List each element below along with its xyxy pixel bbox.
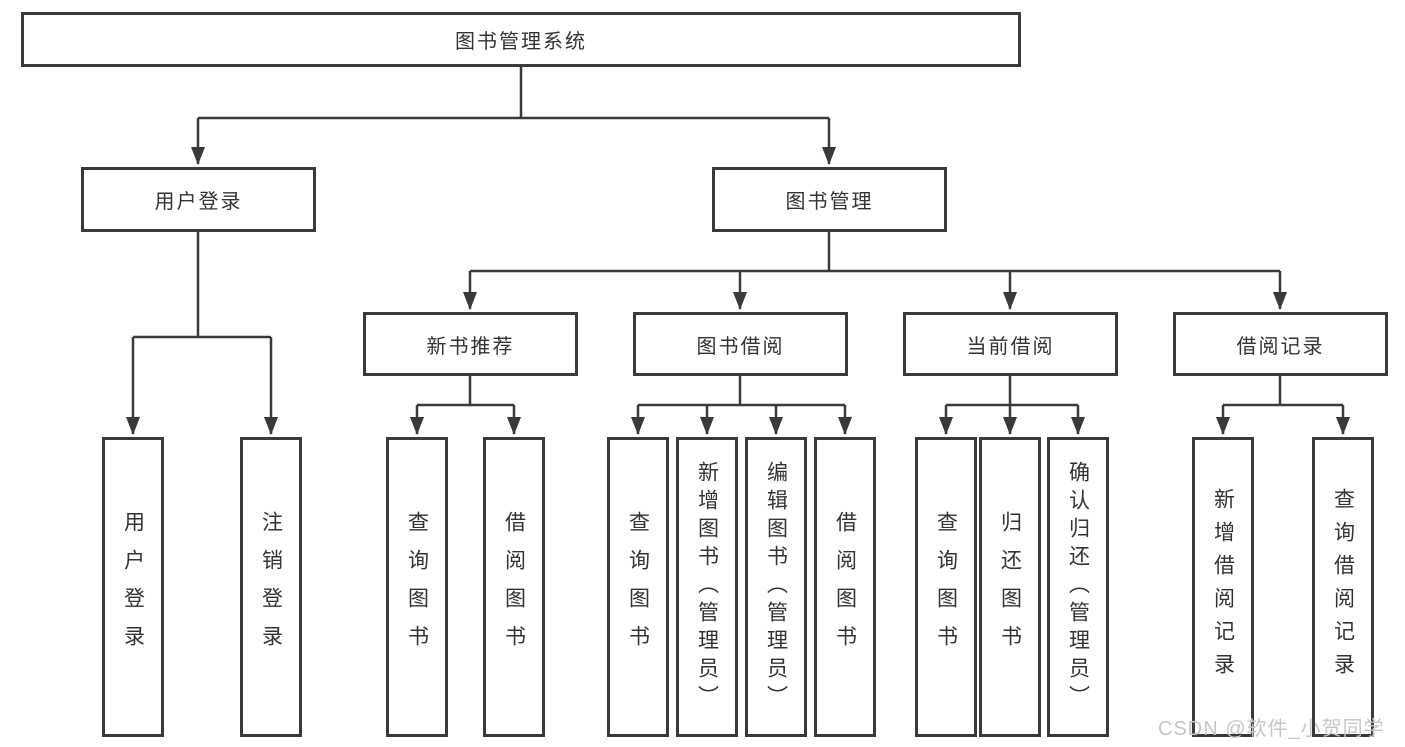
leaf-user-login: 用户登录: [102, 437, 164, 737]
leaf-label: 确认归还（管理员）: [1066, 461, 1090, 713]
leaf-label: 用户登录: [121, 511, 145, 663]
node-borrow-records: 借阅记录: [1173, 312, 1388, 376]
connector-bookborrow-to-leaves: [638, 376, 845, 407]
leaf-label: 编辑图书（管理员）: [764, 461, 788, 713]
leaf-borrow-books-1: 借阅图书: [483, 437, 545, 737]
leaf-add-book-admin: 新增图书（管理员）: [676, 437, 738, 737]
leaf-logout: 注销登录: [240, 437, 302, 737]
connector-userlogin-to-leaves: [133, 232, 271, 339]
node-book-borrowing: 图书借阅: [633, 312, 848, 376]
node-label: 借阅记录: [1236, 335, 1325, 358]
leaf-query-books-1: 查询图书: [386, 437, 448, 737]
leaf-label: 新增借阅记录: [1211, 488, 1235, 686]
connector-newbooks-to-leaves: [417, 376, 514, 407]
node-label: 图书管理: [785, 191, 874, 213]
node-label: 当前借阅: [966, 335, 1055, 358]
node-label: 图书管理系统: [455, 31, 587, 53]
leaf-query-books-3: 查询图书: [915, 437, 977, 737]
connector-currentborrow-to-leaves: [946, 376, 1078, 407]
leaf-label: 查询借阅记录: [1331, 488, 1355, 686]
connector-records-to-leaves: [1223, 376, 1343, 407]
leaf-label: 查询图书: [405, 511, 429, 663]
leaf-confirm-return-admin: 确认归还（管理员）: [1047, 437, 1109, 737]
node-current-borrowing: 当前借阅: [903, 312, 1118, 376]
leaf-query-books-2: 查询图书: [607, 437, 669, 737]
leaf-label: 注销登录: [259, 511, 283, 663]
connector-root-to-level1: [198, 67, 829, 120]
node-label: 新书推荐: [426, 335, 515, 358]
leaf-label: 查询图书: [934, 511, 958, 663]
node-new-book-recommendation: 新书推荐: [363, 312, 578, 376]
leaf-query-borrow-record: 查询借阅记录: [1312, 437, 1374, 737]
leaf-label: 查询图书: [626, 511, 650, 663]
leaf-borrow-books-2: 借阅图书: [814, 437, 876, 737]
leaf-label: 新增图书（管理员）: [695, 461, 719, 713]
leaf-return-books: 归还图书: [979, 437, 1041, 737]
node-library-management-system: 图书管理系统: [21, 12, 1021, 67]
leaf-label: 借阅图书: [502, 511, 526, 663]
node-label: 图书借阅: [696, 335, 785, 358]
leaf-edit-book-admin: 编辑图书（管理员）: [745, 437, 807, 737]
connector-bookmgmt-to-groups: [470, 232, 1280, 273]
node-user-login: 用户登录: [81, 167, 316, 232]
leaf-label: 归还图书: [998, 511, 1022, 663]
leaf-label: 借阅图书: [833, 511, 857, 663]
node-label: 用户登录: [154, 191, 243, 213]
leaf-add-borrow-record: 新增借阅记录: [1192, 437, 1254, 737]
node-book-management: 图书管理: [712, 167, 947, 232]
